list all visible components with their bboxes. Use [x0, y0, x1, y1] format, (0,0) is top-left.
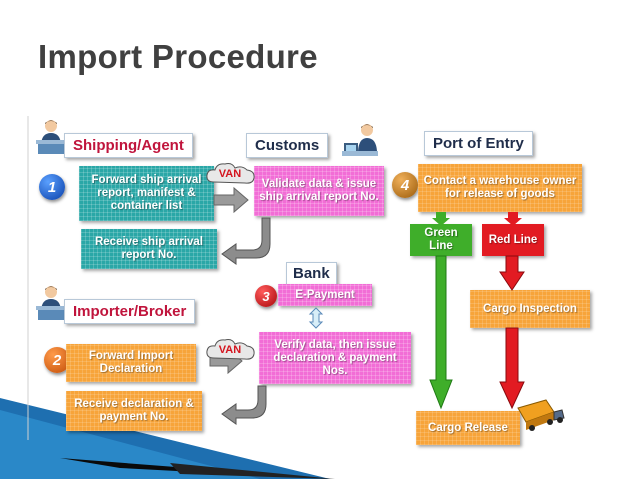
- cloud-network-icon: [206, 163, 255, 184]
- e-payment-box: E-Payment: [278, 284, 372, 306]
- contact-warehouse-box: Contact a warehouse owner for release of…: [418, 164, 582, 212]
- system-tag-lower: VAN: [218, 344, 242, 356]
- step-3-badge: 3: [255, 285, 277, 307]
- step-2-badge: 2: [44, 347, 70, 373]
- validate-data-box: Validate data & issue ship arrival repor…: [254, 166, 384, 216]
- arrow-red-to-inspection: [499, 255, 525, 291]
- agent-icon: [36, 120, 66, 154]
- lane-importer-broker: Importer/Broker: [64, 299, 196, 324]
- forward-ship-arrival-box: Forward ship arrival report, manifest & …: [79, 166, 214, 221]
- arrow-to-green: [432, 212, 450, 226]
- lane-shipping-agent: Shipping/Agent: [64, 133, 193, 158]
- system-tag-upper: VAN: [218, 168, 242, 180]
- verify-data-box: Verify data, then issue declaration & pa…: [259, 332, 411, 384]
- cloud-network-icon-lower: [206, 339, 255, 360]
- arrow-epayment-verify: [308, 307, 324, 329]
- green-line-box: Green Line: [410, 224, 472, 256]
- lane-port-of-entry: Port of Entry: [424, 131, 533, 156]
- red-line-box: Red Line: [482, 224, 544, 256]
- page-title: Import Procedure: [38, 38, 318, 75]
- customs-officer-icon: [342, 124, 378, 156]
- arrow-to-red: [504, 212, 522, 226]
- arrow-green-to-release: [429, 255, 453, 410]
- forward-import-declaration-box: Forward Import Declaration: [66, 344, 196, 382]
- lane-customs: Customs: [246, 133, 329, 158]
- arrow-return-upper: [221, 217, 271, 265]
- cargo-inspection-box: Cargo Inspection: [470, 290, 590, 328]
- arrow-return-lower: [221, 385, 267, 425]
- cargo-truck-icon: [517, 399, 565, 431]
- arrow-to-customs: [213, 186, 249, 214]
- importer-icon: [36, 286, 66, 320]
- arrow-inspection-to-release: [499, 327, 525, 410]
- black-swoosh-tip: [170, 463, 335, 479]
- blue-swoosh-bottom-light: [0, 410, 260, 479]
- lane-bank: Bank: [286, 262, 337, 285]
- step-4-badge: 4: [392, 172, 418, 198]
- receive-ship-arrival-box: Receive ship arrival report No.: [81, 229, 217, 269]
- receive-declaration-box: Receive declaration & payment No.: [66, 391, 202, 431]
- step-1-badge: 1: [39, 174, 65, 200]
- cargo-release-box: Cargo Release: [416, 411, 520, 445]
